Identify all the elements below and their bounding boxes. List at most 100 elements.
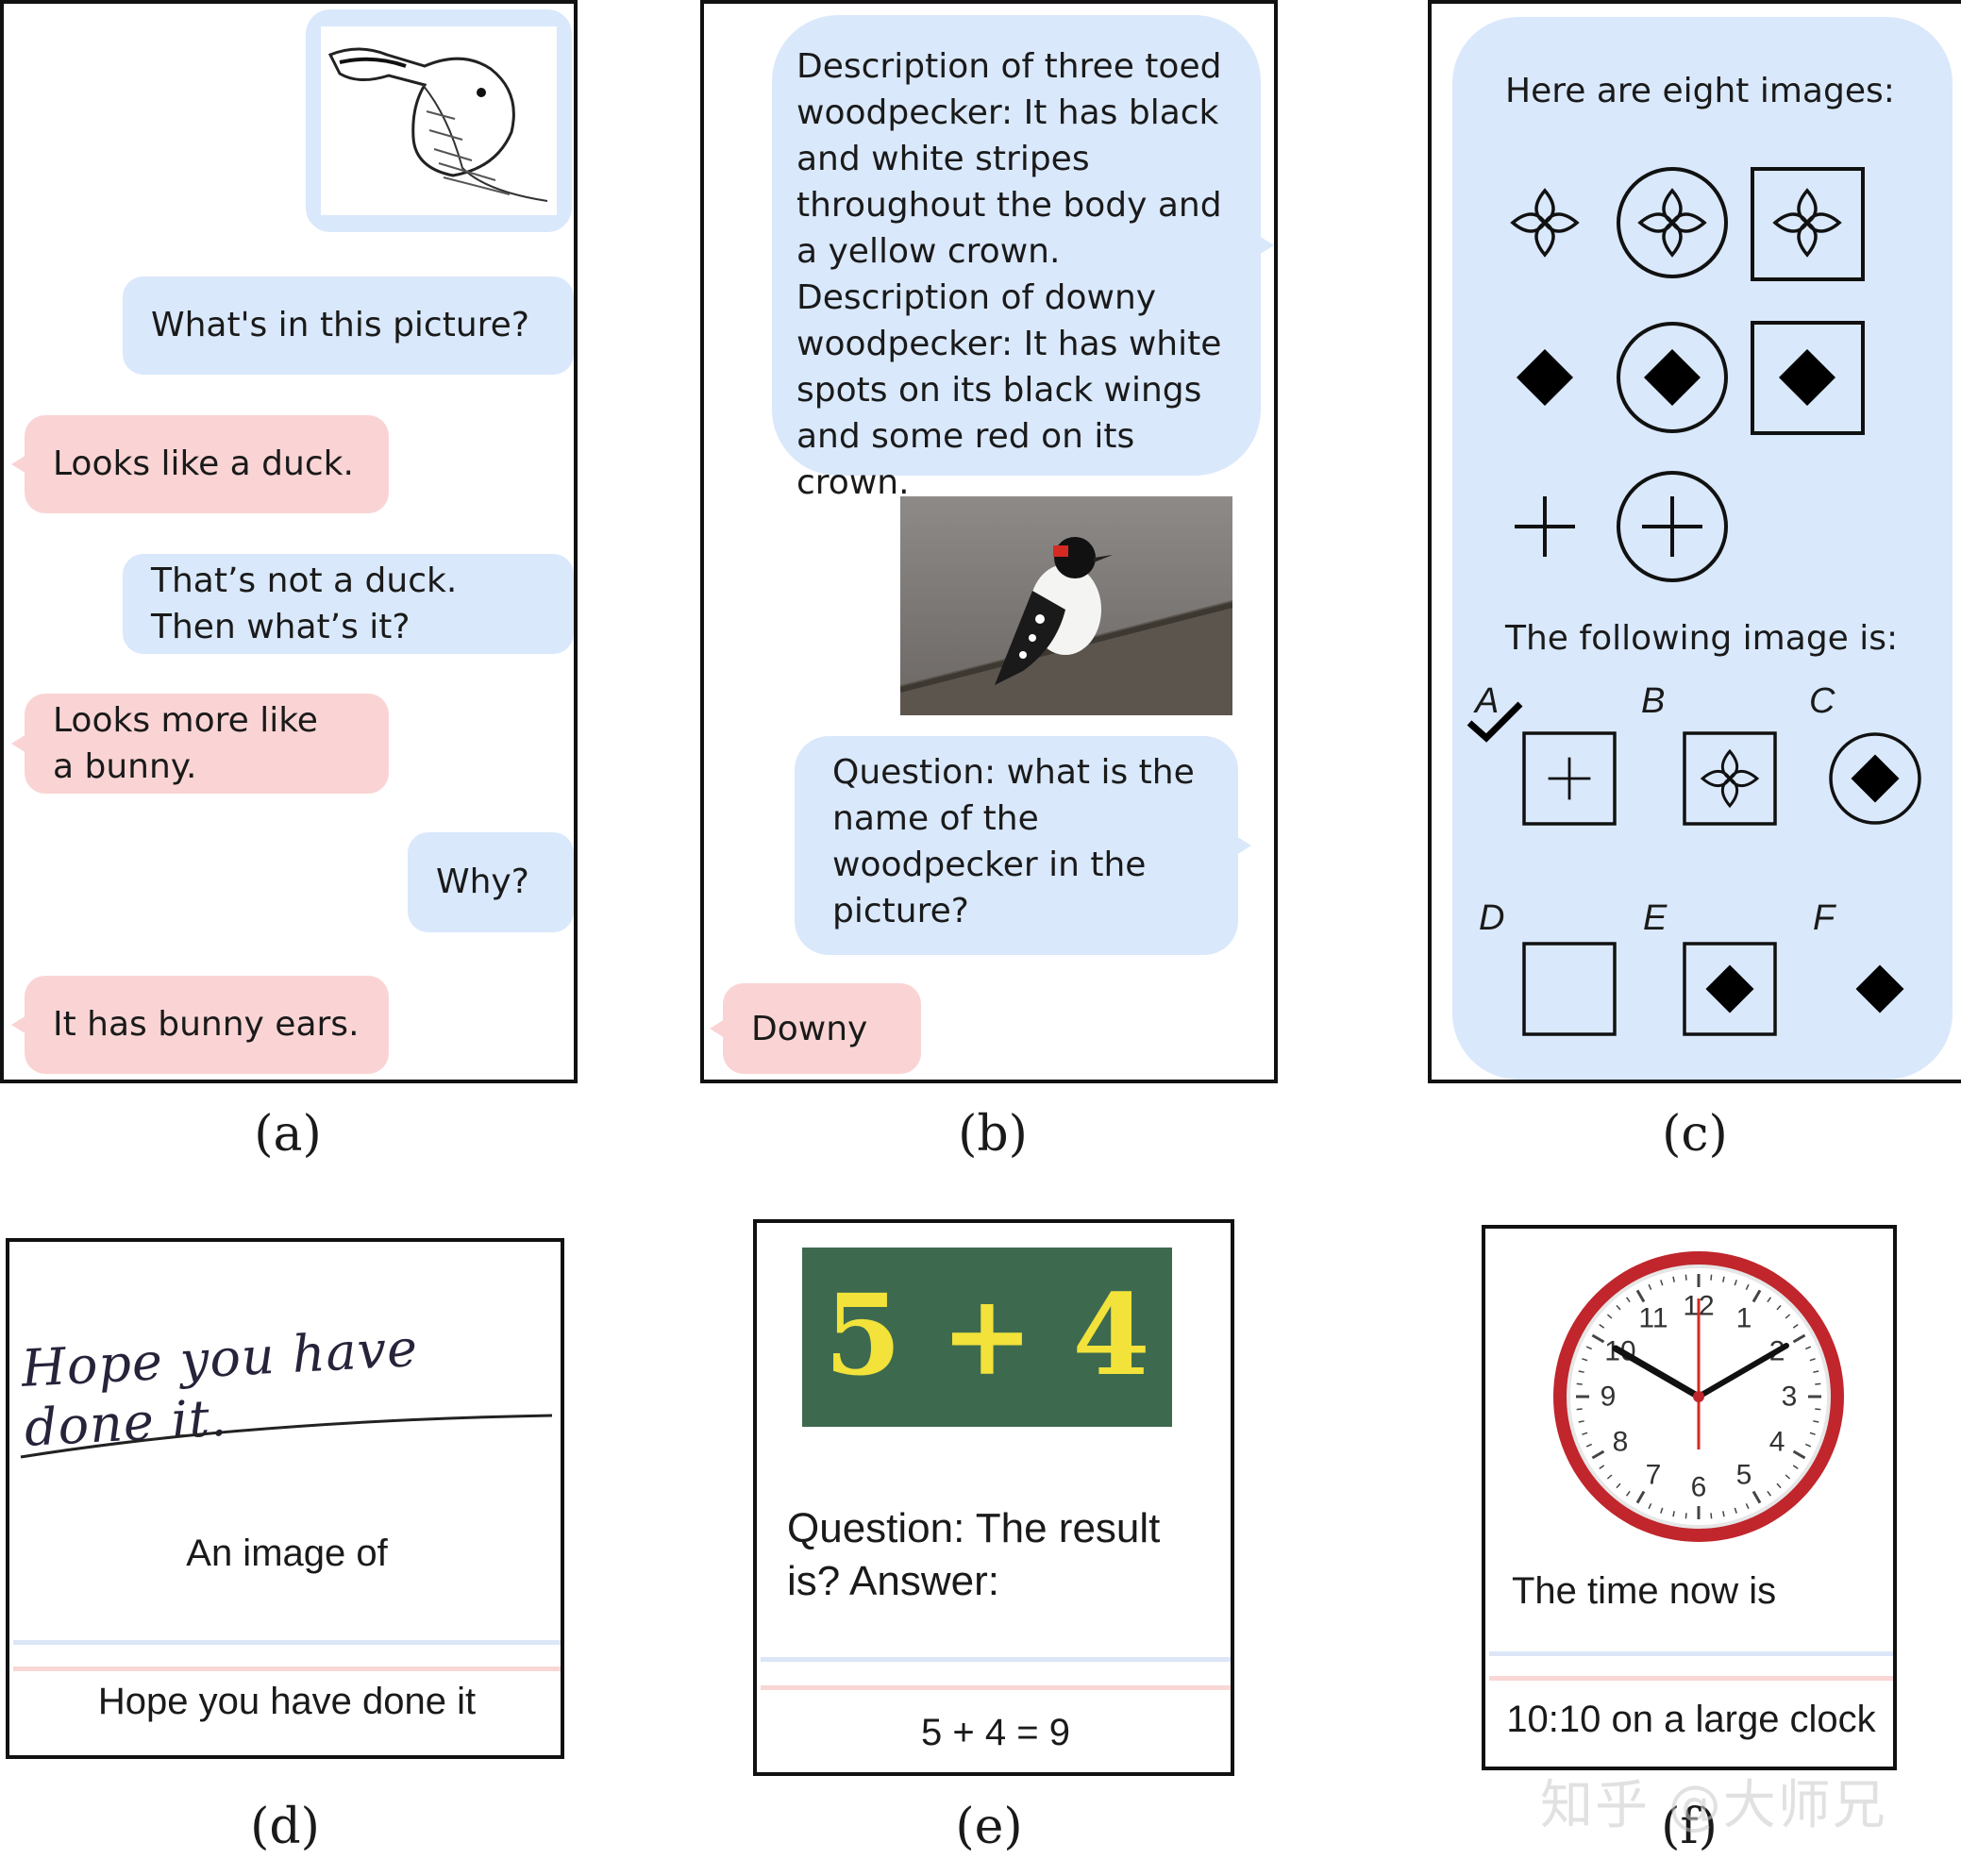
caption-f: (f) — [1661, 1799, 1718, 1855]
clock-numeral: 1 — [1736, 1302, 1752, 1333]
grid-plus — [1513, 494, 1577, 559]
grid-circle-flower — [1617, 167, 1728, 278]
clock-tick — [1635, 1490, 1646, 1504]
clock-tick — [1616, 1304, 1621, 1311]
clock-tick — [1776, 1304, 1782, 1311]
watermark: 知乎 @大师兄 — [1540, 1775, 1887, 1836]
panel-b: Description of three toed woodpecker: It… — [700, 0, 1278, 1083]
clock-tick — [1576, 1382, 1583, 1385]
puzzle-bubble — [1452, 17, 1953, 1080]
grid-circle-plus — [1617, 471, 1728, 582]
message-bubble: Looks like a duck. — [11, 415, 389, 513]
clock-tick — [1809, 1432, 1816, 1435]
clock-tick — [1591, 1449, 1605, 1460]
clock-tick — [1745, 1502, 1750, 1510]
message-text: Why? — [436, 863, 529, 901]
clock-tick — [1606, 1314, 1613, 1319]
clock-tick — [1648, 1502, 1652, 1510]
clock-tick — [1660, 1507, 1664, 1514]
clock-tick — [1792, 1333, 1806, 1344]
clock-tick — [1776, 1482, 1782, 1489]
clock-numeral: 7 — [1646, 1460, 1662, 1491]
clock-tick — [1792, 1323, 1799, 1329]
clock-tick — [1792, 1465, 1799, 1470]
caption-a: (a) — [254, 1106, 322, 1163]
clock-tick — [1722, 1276, 1725, 1282]
clock-tick — [1606, 1474, 1613, 1480]
clock-tick — [1767, 1297, 1772, 1303]
clock-tick — [1684, 1513, 1687, 1519]
question-text: Question: The result is? Answer: — [787, 1505, 1161, 1604]
grid-circle-diamond — [1617, 322, 1728, 433]
clock-tick — [1734, 1507, 1737, 1514]
answer-bubble: Downy — [710, 983, 921, 1074]
clock-tick — [1582, 1432, 1588, 1435]
duck-rabbit-image-bubble — [306, 9, 572, 232]
clock-tick — [1616, 1482, 1621, 1489]
caption-e: (e) — [955, 1799, 1023, 1855]
clock-tick — [1684, 1274, 1687, 1281]
prompt-text: The time now is — [1512, 1570, 1777, 1612]
option-e-square-diamond — [1683, 942, 1777, 1036]
woodpecker-photo — [900, 496, 1232, 715]
clock-tick — [1582, 1358, 1588, 1362]
option-c-circle-diamond — [1829, 732, 1921, 825]
clock-tick — [1785, 1474, 1791, 1480]
option-label-a: A — [1475, 681, 1500, 721]
message-text: What's in this picture? — [151, 306, 529, 344]
clock-tick — [1815, 1408, 1821, 1411]
answer-text: 10:10 on a large clock — [1506, 1699, 1876, 1740]
description-text: Description of three toed woodpecker: It… — [796, 47, 1222, 502]
caption-c: (c) — [1662, 1106, 1728, 1163]
clock-tick — [1785, 1314, 1791, 1319]
clock-tick — [1672, 1276, 1675, 1282]
board-text: 5 + 4 — [824, 1269, 1150, 1400]
question-text: Question: what is the name of the woodpe… — [832, 753, 1195, 930]
panel-f: 121234567891011 The time now is 10:10 on… — [1482, 1225, 1897, 1770]
message-bubble: Looks more like a bunny. — [11, 694, 389, 794]
clock-numeral: 8 — [1613, 1427, 1629, 1458]
option-label-f: F — [1813, 898, 1835, 938]
clock-tick — [1599, 1465, 1605, 1470]
divider-blue — [1489, 1651, 1893, 1656]
clock-numeral: 3 — [1782, 1382, 1798, 1413]
message-text: Looks like a duck. — [53, 444, 354, 483]
panel-e: 5 + 4 Question: The result is? Answer: 5… — [753, 1219, 1234, 1776]
clock-tick — [1635, 1289, 1646, 1303]
clock-tick — [1745, 1283, 1750, 1291]
checkmark-icon — [1467, 701, 1523, 743]
caption-d: (d) — [250, 1799, 320, 1855]
clock-numeral: 5 — [1736, 1460, 1752, 1491]
clock-tick — [1815, 1382, 1821, 1385]
message-bubble: Why? — [408, 832, 574, 932]
clock-tick — [1672, 1511, 1675, 1517]
divider-blue — [13, 1640, 561, 1645]
clock-tick — [1576, 1408, 1583, 1411]
clock-tick — [1660, 1280, 1664, 1286]
caption-b: (b) — [958, 1106, 1028, 1163]
following-text: The following image is: — [1505, 619, 1899, 658]
option-f-diamond — [1855, 964, 1904, 1013]
clock-tick — [1625, 1297, 1631, 1303]
option-label-e: E — [1643, 898, 1668, 938]
panel-d: Hope you have done it. An image of Hope … — [6, 1238, 564, 1759]
option-label-c: C — [1809, 681, 1835, 721]
clock-tick — [1710, 1513, 1713, 1519]
intro-text: Here are eight images: — [1505, 72, 1895, 110]
option-label-d: D — [1479, 898, 1505, 938]
answer-text: Downy — [751, 1010, 868, 1048]
grid-square-flower — [1751, 167, 1865, 281]
puzzle-grid — [1467, 167, 1921, 1036]
clock-tick — [1751, 1490, 1762, 1504]
prompt-text: An image of — [186, 1533, 388, 1574]
clock-tick — [1585, 1443, 1593, 1448]
message-bubble: What's in this picture? — [123, 276, 574, 375]
option-d-square — [1522, 942, 1617, 1036]
message-text: Looks more like a bunny. — [53, 701, 318, 786]
message-bubble: That’s not a duck. Then what’s it? — [123, 554, 574, 654]
clock-tick — [1751, 1289, 1762, 1303]
clock-tick — [1710, 1274, 1713, 1281]
answer-text: Hope you have done it — [97, 1681, 477, 1722]
panel-a: What's in this picture? Looks like a duc… — [0, 0, 578, 1083]
grid-square-diamond — [1751, 321, 1865, 435]
